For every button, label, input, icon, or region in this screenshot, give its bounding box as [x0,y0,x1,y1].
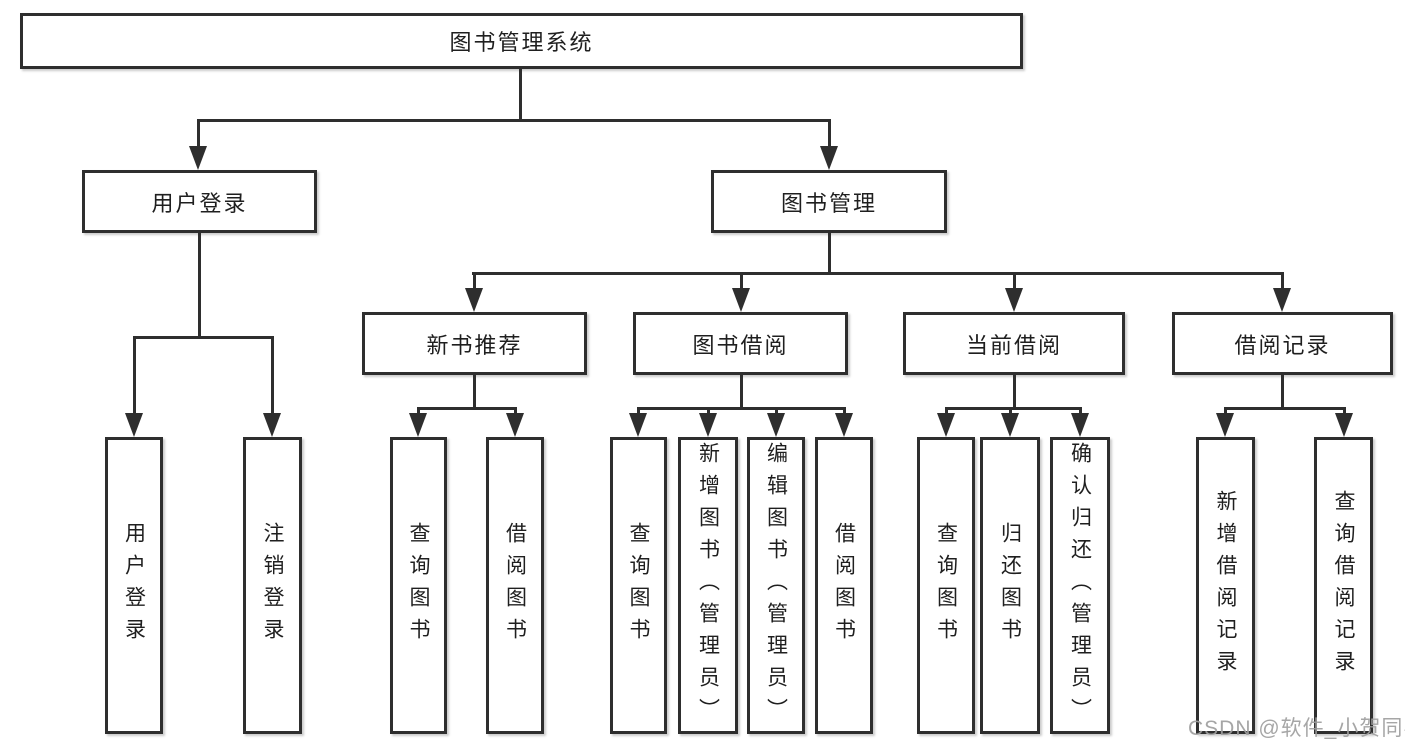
arrowhead [835,413,853,437]
connector-level1-split [197,119,831,122]
arrowhead [1335,413,1353,437]
leaf-borrow-books: 借阅图书 [815,437,873,734]
connector-new-book-stem [473,375,476,408]
connector-new-book-split [417,407,517,410]
connector-user-login-stem [198,233,201,337]
arrowhead [409,413,427,437]
leaf-add-books-admin: 新增图书（管理员） [678,437,738,734]
connector-book-borrow-split [637,407,846,410]
connector-level3-split [472,272,1284,275]
arrowhead [1071,413,1089,437]
connector-drop-new-book [473,272,476,292]
arrowhead-book-management [820,146,838,170]
arrowhead-new-book [465,288,483,312]
leaf-query-books-borrow: 查询图书 [610,437,667,734]
node-new-book-recommendation: 新书推荐 [362,312,587,375]
leaf-borrow-books-recommend: 借阅图书 [486,437,544,734]
connector-root-stem [519,69,522,120]
connector-borrow-records-stem [1281,375,1284,408]
connector-drop-book-management [828,119,831,149]
leaf-query-borrow-record: 查询借阅记录 [1314,437,1373,734]
arrowhead [506,413,524,437]
connector-drop-book-borrow [740,272,743,292]
connector-drop-leaf-logout [271,336,274,418]
arrowhead-leaf-user-login [125,413,143,437]
node-borrowing-records: 借阅记录 [1172,312,1393,375]
leaf-query-books-current: 查询图书 [917,437,975,734]
leaf-confirm-return-admin: 确认归还（管理员） [1050,437,1110,734]
connector-drop-borrow-records [1281,272,1284,292]
arrowhead [1001,413,1019,437]
connector-drop-current-borrow [1013,272,1016,292]
connector-user-login-split [133,336,274,339]
connector-drop-leaf-user-login [133,336,136,418]
arrowhead-current-borrow [1005,288,1023,312]
connector-drop-user-login [197,119,200,149]
connector-borrow-records-split [1224,407,1346,410]
arrowhead [699,413,717,437]
leaf-edit-books-admin: 编辑图书（管理员） [747,437,805,734]
csdn-watermark: CSDN @软件_小贺同学 [1188,717,1405,740]
connector-book-management-stem [828,233,831,275]
connector-current-borrow-stem [1013,375,1016,408]
node-library-management-system: 图书管理系统 [20,13,1023,69]
leaf-query-books-recommend: 查询图书 [390,437,447,734]
connector-book-borrow-stem [740,375,743,408]
arrowhead [1216,413,1234,437]
node-book-management: 图书管理 [711,170,947,233]
arrowhead [629,413,647,437]
node-current-borrowing: 当前借阅 [903,312,1125,375]
leaf-return-books: 归还图书 [980,437,1040,734]
arrowhead-leaf-logout [263,413,281,437]
arrowhead [767,413,785,437]
arrowhead [937,413,955,437]
leaf-logout: 注销登录 [243,437,302,734]
node-user-login: 用户登录 [82,170,317,233]
leaf-add-borrow-record: 新增借阅记录 [1196,437,1255,734]
arrowhead-user-login [189,146,207,170]
node-book-borrowing: 图书借阅 [633,312,848,375]
connector-current-borrow-split [945,407,1082,410]
leaf-user-login: 用户登录 [105,437,163,734]
arrowhead-book-borrow [732,288,750,312]
arrowhead-borrow-records [1273,288,1291,312]
